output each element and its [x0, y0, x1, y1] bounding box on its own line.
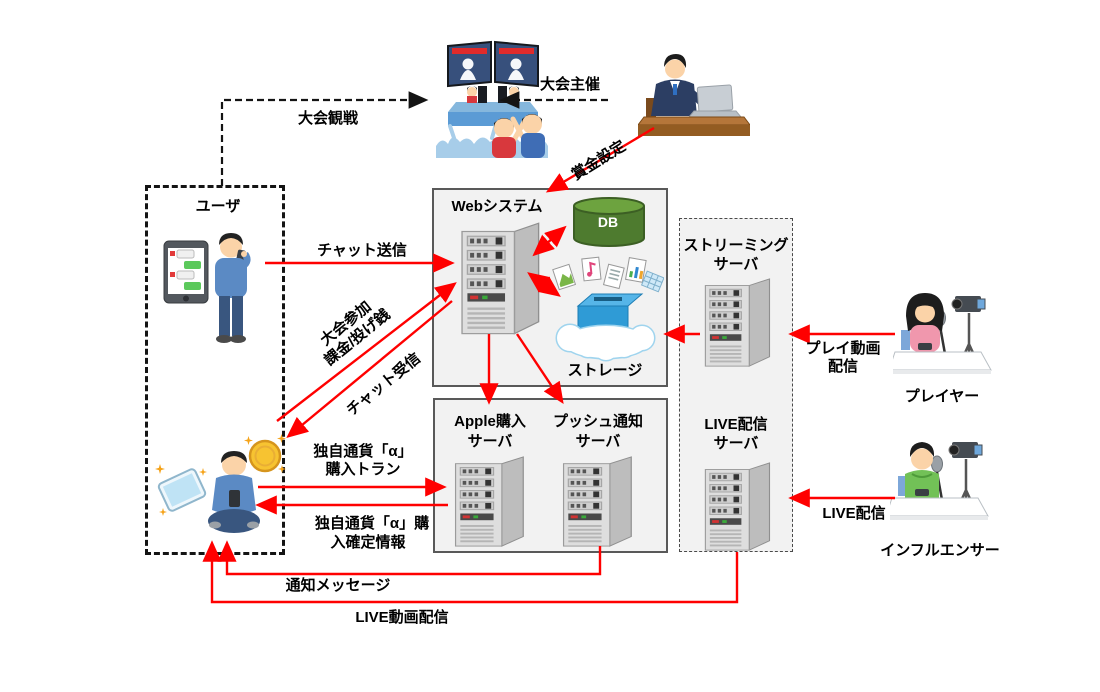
live-server-label-line2: サーバ [713, 435, 759, 452]
audience-illustration [436, 40, 548, 158]
user-box-label: ユーザ [195, 198, 241, 215]
live-video-arrow-label: LIVE動画配信 [355, 609, 449, 626]
live-server-label-line1: LIVE配信 [704, 416, 768, 433]
currency-confirm-label-line1: 独自通貨「α」購 [314, 515, 430, 532]
seated-user-illustration [208, 451, 260, 533]
coin-icon [244, 434, 286, 473]
web-server-icon [458, 222, 544, 336]
tablet-icon [155, 464, 207, 516]
host-arrow-label: 大会主催 [539, 76, 601, 93]
db-label: DB [597, 214, 619, 230]
standing-user-illustration [215, 233, 251, 343]
play-video-arrow-label-line2: 配信 [827, 358, 859, 375]
currency-buy-label-line2: 購入トラン [325, 461, 401, 478]
live-server-icon [702, 462, 774, 552]
push-server-label-line2: サーバ [575, 433, 621, 450]
db-icon [573, 197, 645, 247]
push-server-label-line1: プッシュ通知 [552, 413, 644, 430]
notify-arrow-label: 通知メッセージ [285, 577, 391, 594]
apple-server-label-line1: Apple購入 [454, 413, 526, 430]
streaming-server-icon [702, 278, 774, 368]
player-illustration [893, 293, 992, 374]
apple-server-icon [452, 456, 528, 548]
streaming-server-label-line1: ストリーミング [683, 237, 789, 254]
influencer-label: インフルエンサー [880, 542, 1000, 559]
push-server-icon [560, 456, 636, 548]
live-cast-arrow-label: LIVE配信 [822, 505, 886, 522]
influencer-illustration [890, 442, 989, 520]
participate-arrow-label: 大会参加 課金/投げ銭 [310, 292, 394, 370]
smartphone-chat-icon [163, 240, 209, 304]
chat-recv-arrow-label: チャット受信 [343, 349, 424, 420]
watch-arrow-label: 大会観戦 [297, 110, 359, 127]
streaming-server-label-line2: サーバ [713, 256, 759, 273]
prize-arrow-label: 賞金設定 [568, 137, 629, 184]
player-label: プレイヤー [904, 388, 980, 405]
currency-buy-label-line1: 独自通貨「α」 [313, 443, 413, 460]
organizer-illustration [638, 54, 750, 136]
storage-label: ストレージ [567, 362, 643, 379]
apple-server-label-line2: サーバ [467, 433, 513, 450]
play-video-arrow-label-line1: プレイ動画 [805, 340, 881, 357]
chat-send-arrow-label: チャット送信 [317, 242, 407, 259]
storage-cloud-icon [552, 256, 664, 362]
web-box-label: Webシステム [451, 198, 543, 215]
currency-confirm-label-line2: 入確定情報 [330, 534, 406, 551]
